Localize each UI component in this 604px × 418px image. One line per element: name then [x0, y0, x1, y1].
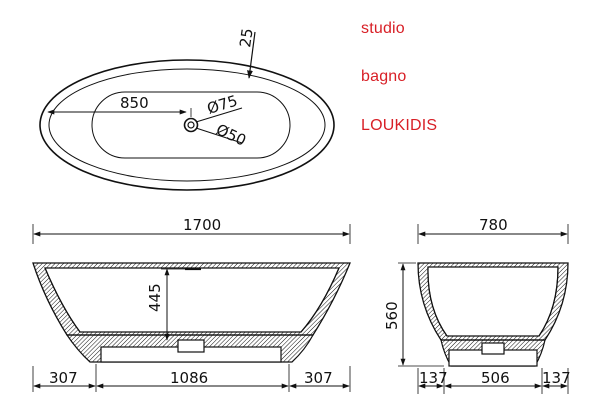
side-inner-profile — [427, 266, 559, 337]
front-view: 1700 445 307 1086 307 — [32, 216, 351, 392]
dim-base-length: 1086 — [170, 369, 208, 387]
front-drain-body — [177, 339, 205, 353]
leader-25 — [247, 31, 256, 79]
leader-50 — [195, 127, 243, 144]
side-drain-body — [481, 342, 505, 355]
front-inner-profile — [44, 267, 340, 333]
dim-overall-length: 1700 — [183, 216, 221, 234]
side-view: 780 560 137 506 137 — [383, 216, 571, 394]
dim-height-front: 445 — [146, 283, 164, 312]
leader-75 — [195, 107, 243, 123]
dim-overall-width: 780 — [479, 216, 508, 234]
dim-height-side: 560 — [383, 301, 401, 330]
dim-drain-offset: 850 — [120, 94, 149, 112]
dim-rim-width: 25 — [236, 27, 256, 48]
dim-base-width: 506 — [481, 369, 510, 387]
dim-base-left-side: 137 — [419, 369, 448, 387]
front-shell-section — [32, 262, 351, 336]
top-view: 850 Ø75 Ø50 25 — [39, 27, 335, 191]
dim-base-left-front: 307 — [49, 369, 78, 387]
drain-inner — [187, 121, 195, 129]
dim-base-right-front: 307 — [304, 369, 333, 387]
side-shell-section — [417, 262, 569, 341]
dim-base-right-side: 137 — [542, 369, 571, 387]
brand-studio: studio — [361, 20, 405, 37]
brand-loukidis: LOUKIDIS — [361, 117, 438, 134]
brand-bagno: bagno — [361, 68, 407, 85]
